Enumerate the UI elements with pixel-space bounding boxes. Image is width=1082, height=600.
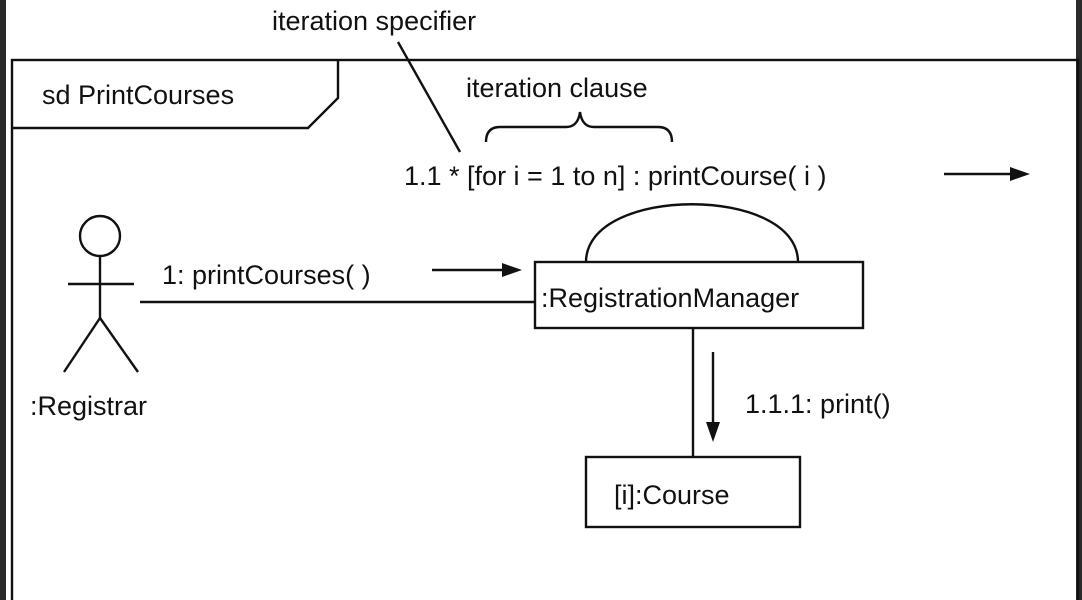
course-box xyxy=(584,455,802,529)
self-message-label: 1.1 * [for i = 1 to n] : printCourse( i … xyxy=(404,161,826,191)
registrar-actor-icon xyxy=(63,214,139,373)
interaction-frame xyxy=(10,58,1080,600)
course-label: [i]:Course xyxy=(614,480,730,510)
course-message-arrowhead xyxy=(706,422,720,442)
course-message-label: 1.1.1: print() xyxy=(745,389,891,419)
iteration-clause-label: iteration clause xyxy=(466,73,648,103)
actor-message-label: 1: printCourses( ) xyxy=(162,260,371,290)
iteration-specifier-pointer xyxy=(396,41,462,153)
actor-left-leg xyxy=(63,317,101,373)
self-link-arc xyxy=(584,203,800,263)
frame-label-pentagon xyxy=(12,60,340,130)
registrar-label: :Registrar xyxy=(30,391,147,421)
actor-head xyxy=(78,214,122,258)
actor-right-leg xyxy=(99,317,139,373)
iteration-clause-brace xyxy=(484,111,674,143)
iteration-specifier-label: iteration specifier xyxy=(272,6,476,36)
registration-manager-box xyxy=(533,260,865,330)
actor-message-arrowhead xyxy=(502,263,522,277)
self-message-arrowhead xyxy=(1010,167,1030,181)
registration-manager-label: :RegistrationManager xyxy=(541,283,799,313)
frame-label: sd PrintCourses xyxy=(42,80,234,110)
